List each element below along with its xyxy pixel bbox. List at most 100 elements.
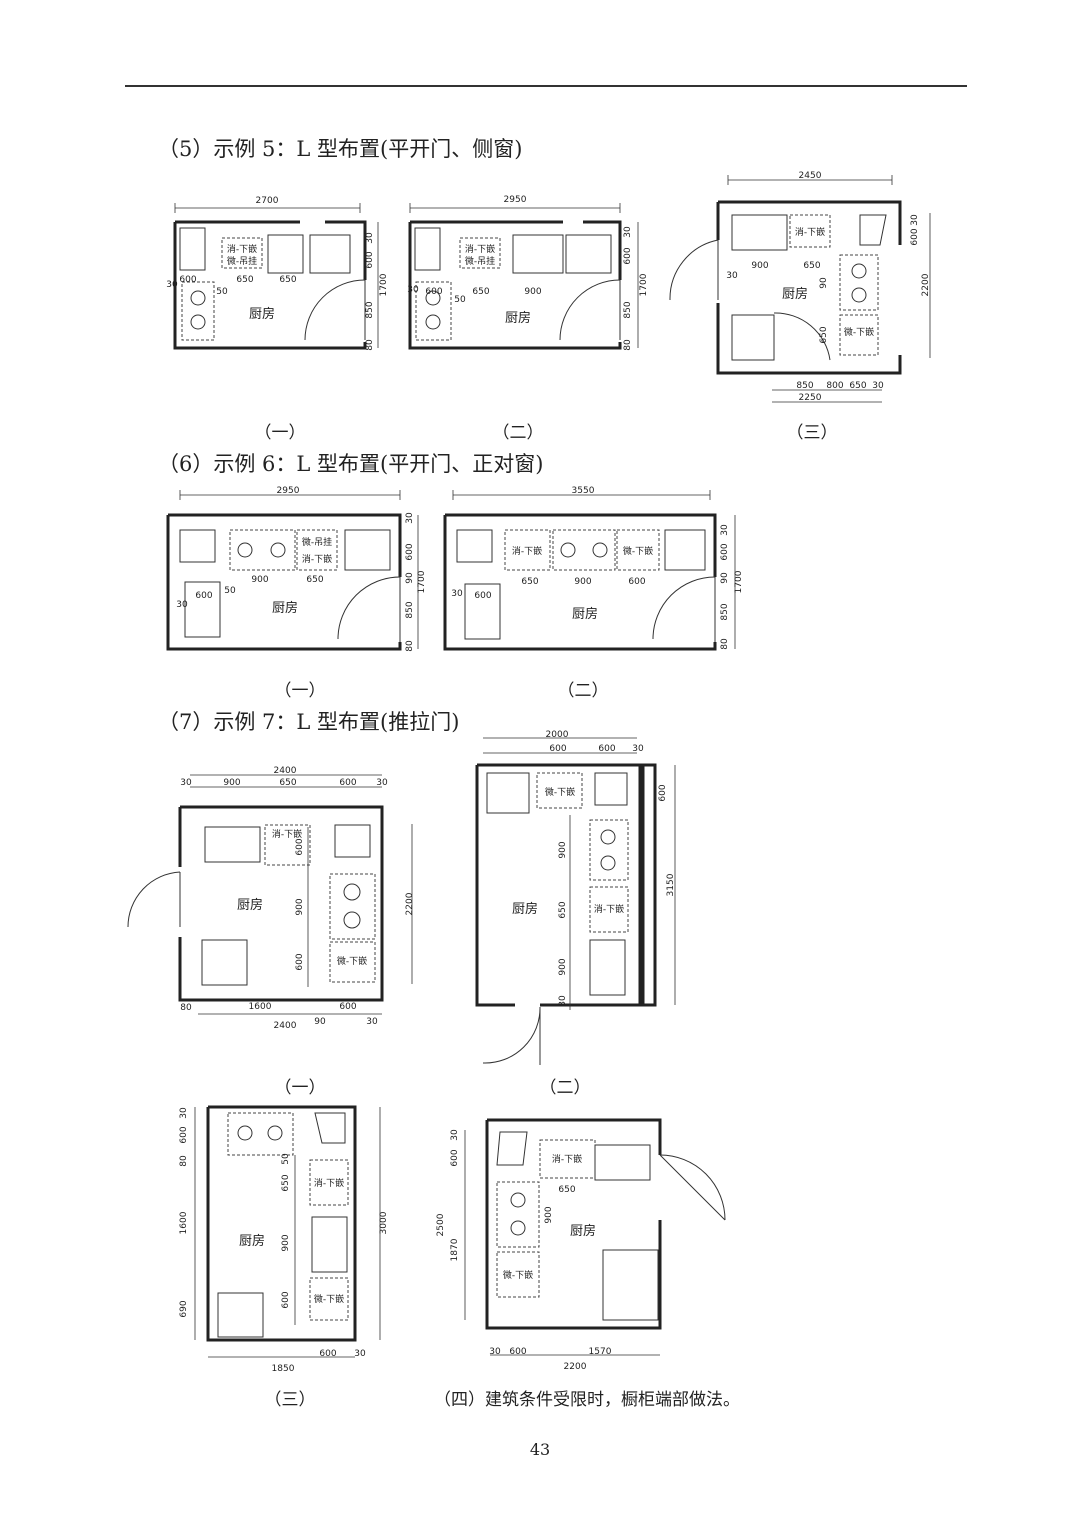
dimension-label: 600 xyxy=(598,744,615,754)
caption-7-3: （三） xyxy=(264,1390,316,1410)
dimension-label: 2250 xyxy=(799,393,822,403)
dimension-label: 650 xyxy=(281,1174,291,1191)
dimension-label: 1700 xyxy=(639,273,649,296)
dimension-label: 厨房 xyxy=(237,897,263,913)
dimension-label: 600 xyxy=(623,247,633,264)
dimension-label: 650 xyxy=(819,326,829,343)
dimension-label: 30 xyxy=(910,214,920,226)
dimension-label: 30 xyxy=(451,589,463,599)
dimension-label: 80 xyxy=(179,1155,189,1167)
dimension-label: 50 xyxy=(216,287,228,297)
plan-7-4: 消-下嵌 微-下嵌 厨房 650 900 30 600 2500 1870 30… xyxy=(436,1118,726,1372)
dimension-label: 600 xyxy=(425,287,442,297)
door-swing xyxy=(304,279,366,341)
dimension-label: 600 xyxy=(474,591,491,601)
caption-7-1: （一） xyxy=(274,1078,326,1098)
plan-5-1: 2700 消-下嵌 微-吊挂 600 650 650 30 50 厨房 30 6… xyxy=(166,196,379,351)
caption-7-4: （四）建筑条件受限时，橱柜端部做法。 xyxy=(434,1390,740,1410)
sink xyxy=(512,234,564,274)
dimension-label: 650 xyxy=(236,275,253,285)
dimension-label: 600 xyxy=(179,1126,189,1143)
dimension-label: 650 xyxy=(558,1185,575,1195)
stove xyxy=(589,819,629,881)
dimension-label: 80 xyxy=(720,638,730,650)
dimension-label: 690 xyxy=(179,1300,189,1317)
dimension-label: 900 xyxy=(251,575,268,585)
dimension-label: 厨房 xyxy=(505,310,531,326)
plan-7-3: 消-下嵌 微-下嵌 厨房 30 600 80 1600 690 50 650 9… xyxy=(179,1105,389,1374)
dimension-label: 消-下嵌 xyxy=(227,243,257,255)
dimension-label: 650 xyxy=(558,901,568,918)
plan-6-2: 3550 消-下嵌 微-下嵌 650 900 600 600 30 厨房 30 … xyxy=(443,486,744,651)
dimension-label: 微-下嵌 xyxy=(503,1269,533,1281)
dimension-label: 30 xyxy=(407,285,419,295)
dimension-label: 2450 xyxy=(799,171,822,181)
dimension-label: 2950 xyxy=(504,195,527,205)
dimension-label: 30 xyxy=(405,512,415,524)
plan-6-1: 2950 微-吊挂 消-下嵌 900 650 600 50 30 厨房 30 6… xyxy=(166,486,427,652)
sink xyxy=(731,214,788,251)
dimension-label: 微-下嵌 xyxy=(314,1293,344,1305)
cabinet xyxy=(217,1292,264,1338)
dimension-label: 30 xyxy=(632,744,644,754)
dimension-label: 600 xyxy=(339,1002,356,1012)
dimension-label: 2000 xyxy=(546,730,569,740)
dimension-label: 650 xyxy=(521,577,538,587)
dimension-label: 30 xyxy=(365,232,375,244)
sink xyxy=(464,583,501,640)
sink xyxy=(204,826,261,863)
dimension-label: 微-吊挂 xyxy=(302,536,332,548)
cabinet xyxy=(309,234,351,274)
dimension-label: 900 xyxy=(223,778,240,788)
dimension-label: 2400 xyxy=(274,766,297,776)
dimension-label: 厨房 xyxy=(570,1223,596,1239)
plan-5-2: 2950 消-下嵌 微-吊挂 600 650 900 30 50 厨房 30 6… xyxy=(407,195,649,351)
dimension-label: 50 xyxy=(454,295,466,305)
sink xyxy=(311,1216,348,1273)
dimension-label: 30 xyxy=(720,524,730,536)
dimension-label: 650 xyxy=(279,275,296,285)
stove xyxy=(415,281,452,341)
dimension-label: 600 xyxy=(179,275,196,285)
dimension-label: 600 xyxy=(405,543,415,560)
cab-xiao xyxy=(221,237,263,269)
dimension-label: 900 xyxy=(574,577,591,587)
dimension-label: 30 xyxy=(180,778,192,788)
dimension-label: 80 xyxy=(365,339,375,351)
page-number: 43 xyxy=(529,1440,551,1459)
dimension-label: 微-吊挂 xyxy=(465,255,495,267)
dimension-label: 30 xyxy=(558,995,568,1007)
dimension-label: 650 xyxy=(472,287,489,297)
dimension-label: 900 xyxy=(281,1234,291,1251)
dimension-label: 厨房 xyxy=(782,286,808,302)
dimension-label: 3150 xyxy=(666,873,676,896)
dimension-label: 900 xyxy=(558,958,568,975)
dimension-label: 2200 xyxy=(564,1362,587,1372)
caption-5-1: （一） xyxy=(254,423,306,443)
caption-7-2: （二） xyxy=(539,1078,591,1098)
dimension-label: 1700 xyxy=(379,273,389,296)
section-7-heading: （7）示例 7：L 型布置(推拉门) xyxy=(158,710,460,734)
dimension-label: 900 xyxy=(544,1206,554,1223)
dimension-label: 30 xyxy=(872,381,884,391)
dimension-label: 80 xyxy=(623,339,633,351)
dimension-label: 80 xyxy=(180,1003,192,1013)
dimension-label: 600 xyxy=(339,778,356,788)
caption-5-2: （二） xyxy=(492,423,544,443)
dimension-label: 800 xyxy=(826,381,843,391)
dimension-label: 微-下嵌 xyxy=(337,955,367,967)
dimension-label: 30 xyxy=(376,778,388,788)
dimension-label: 50 xyxy=(281,1153,291,1165)
dimension-label: 微-下嵌 xyxy=(844,326,874,338)
dimension-label: 80 xyxy=(405,640,415,652)
dimension-label: 850 xyxy=(720,603,730,620)
dimension-label: 2500 xyxy=(436,1213,446,1236)
dimension-label: 30 xyxy=(354,1349,366,1359)
dimension-label: 厨房 xyxy=(572,606,598,622)
dimension-label: 90 xyxy=(314,1017,326,1027)
header-rule xyxy=(125,85,967,87)
sink xyxy=(594,1144,651,1181)
dimension-label: 30 xyxy=(726,271,738,281)
dimension-label: 650 xyxy=(306,575,323,585)
dimension-label: 1600 xyxy=(249,1002,272,1012)
